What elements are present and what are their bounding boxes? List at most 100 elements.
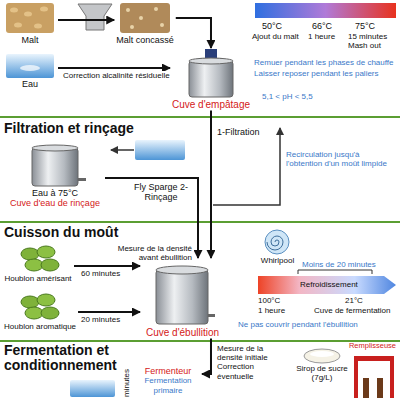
ingredient-picture: Eau <box>2 52 58 89</box>
note-label: 1 heure <box>308 32 335 41</box>
flow-arrow <box>58 19 114 21</box>
process-picture: Whirlpool <box>255 228 300 265</box>
hop-picture <box>37 294 55 306</box>
rinse-water-picture <box>135 140 185 160</box>
hop-picture <box>21 248 39 260</box>
mash-kettle-picture <box>189 61 233 97</box>
crushed-malt-picture <box>126 8 130 12</box>
malt-picture <box>10 8 18 13</box>
sugar-syrup-picture <box>304 349 340 363</box>
note-label: minutes <box>122 369 131 397</box>
section-divider <box>0 221 400 223</box>
mash-kettle-picture <box>189 58 233 64</box>
note-label: 50°C <box>262 21 282 31</box>
bottle-filler-picture <box>354 356 394 398</box>
rinse-tank-picture <box>32 148 78 186</box>
ingredient-picture: Houblon aromatique <box>2 292 78 331</box>
ingredient-picture: Sirop de sucre (7g/L) <box>296 342 348 382</box>
note-label: 21°C <box>345 296 363 305</box>
machine-picture: Remplisseuse <box>347 342 398 397</box>
hop-picture <box>25 307 43 319</box>
flow-arrow <box>176 18 211 48</box>
bottle-filler-picture <box>354 356 358 398</box>
hop-picture <box>21 294 59 319</box>
rinse-water-picture <box>111 149 134 151</box>
malt-picture <box>34 24 42 29</box>
water-picture <box>70 380 115 397</box>
section-title: Cuisson du moût <box>4 224 118 240</box>
whirlpool-picture <box>267 236 283 250</box>
note-label: Moins de 20 minutes <box>302 260 376 269</box>
ingredient-picture: Houblon amérisant <box>2 244 74 283</box>
recirculation-loop <box>213 128 280 205</box>
note-label: Remuer pendant les phases de chauffe <box>254 58 394 67</box>
note-label: Refroidissement <box>300 280 358 289</box>
malt-picture <box>6 3 54 33</box>
temperature-bar <box>255 3 396 18</box>
edge-label: Fly Sparge 2-Rinçage <box>128 182 194 203</box>
hop-picture <box>41 307 59 319</box>
note-label: Cuve de fermentation <box>314 306 391 315</box>
note-label: 5,1 < pH < 5,5 <box>262 92 313 101</box>
note-label: Laisser reposer pendant les paliers <box>254 69 379 78</box>
flow-arrow <box>78 311 140 313</box>
node-note: Fermentation primaire <box>134 376 202 394</box>
crushed-malt-picture <box>130 25 134 29</box>
hop-picture <box>21 246 59 271</box>
edge-label: 1-Filtration <box>216 127 261 137</box>
node-label: Cuve d'empâtage <box>172 99 250 111</box>
ingredient-picture: Malt <box>2 0 58 45</box>
edge-label: 60 minutes <box>80 269 121 278</box>
mash-kettle-picture <box>189 49 233 97</box>
water-picture <box>6 54 54 78</box>
crushed-malt-picture <box>160 23 164 27</box>
malt-picture <box>40 7 48 12</box>
crushed-malt-picture <box>120 3 170 33</box>
boil-kettle-picture <box>156 266 215 324</box>
bottle-filler-picture <box>390 356 394 398</box>
ingredient-picture: Malt concassé <box>114 0 176 45</box>
flow-arrow <box>74 265 140 267</box>
bottle-filler-picture <box>354 356 394 361</box>
node-label: Houblon aromatique <box>4 322 76 331</box>
node-note: Cuve d'eau de rinçage <box>10 198 100 208</box>
boil-kettle-picture <box>156 266 208 274</box>
note-label: Ajout du malt <box>252 32 299 41</box>
section-divider <box>0 116 400 118</box>
edge-label: 20 minutes <box>80 315 121 324</box>
water-picture <box>20 65 40 71</box>
node-label: Whirlpool <box>261 256 294 265</box>
flow-arrow <box>58 67 170 69</box>
whirlpool-picture <box>265 230 289 254</box>
node-label: Sirop de sucre (7g/L) <box>296 364 348 382</box>
vessel: Eau à 75°CCuve d'eau de rinçage <box>5 140 105 209</box>
node-label: Eau à 75°C <box>32 188 78 198</box>
node-label: Eau <box>22 79 38 89</box>
note-label: 100°C <box>258 296 280 305</box>
water-picture <box>6 54 54 78</box>
vessel: Cuve d'empâtage <box>170 48 252 111</box>
cooling-bar <box>258 276 396 294</box>
note-label: 75°C <box>355 21 375 31</box>
edge-label: Correction alcalinité résiduelle <box>62 71 171 80</box>
flow-arrow <box>202 339 211 375</box>
node-label: Remplisseuse <box>349 342 396 351</box>
node-label: Cuve d'ébullition <box>146 327 219 339</box>
mill-picture <box>78 4 112 30</box>
malt-picture <box>24 12 32 17</box>
crushed-malt-picture <box>139 16 143 20</box>
section-divider <box>0 340 400 342</box>
note-label: Mesure de la densité avant ébullition <box>100 244 192 262</box>
hop-picture <box>25 259 43 271</box>
malt-picture <box>14 23 22 28</box>
section-divider <box>0 117 400 341</box>
water-picture <box>70 380 115 397</box>
flow-arrow <box>210 111 212 259</box>
note-label: Ne pas couvrir pendant l'ébullition <box>238 320 358 329</box>
mill-picture <box>78 4 112 30</box>
note-label: 66°C <box>312 21 332 31</box>
section-title: Filtration et rinçage <box>4 120 134 136</box>
whirlpool-picture <box>265 230 289 254</box>
edge-label: Mesure de la densité initiale Correction… <box>216 344 292 381</box>
boil-kettle-picture <box>208 314 215 317</box>
